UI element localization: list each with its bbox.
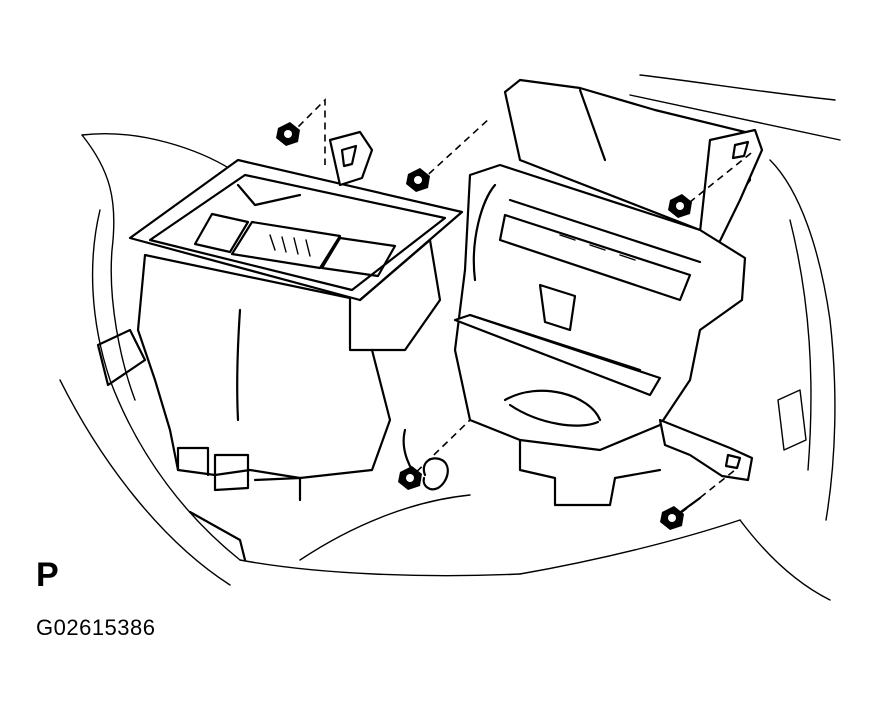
fastener-nut-3 <box>668 194 692 218</box>
figure-id: G02615386 <box>36 615 156 640</box>
view-label: P <box>36 556 59 594</box>
fastener-nut-4 <box>398 466 422 490</box>
vehicle-body-outline <box>59 74 841 601</box>
heater-unit-case <box>128 130 464 562</box>
blower-unit-case <box>453 78 764 507</box>
fastener-bolt <box>660 496 702 530</box>
fastener-nut-1 <box>276 122 300 146</box>
fastener-nut-2 <box>406 168 430 192</box>
